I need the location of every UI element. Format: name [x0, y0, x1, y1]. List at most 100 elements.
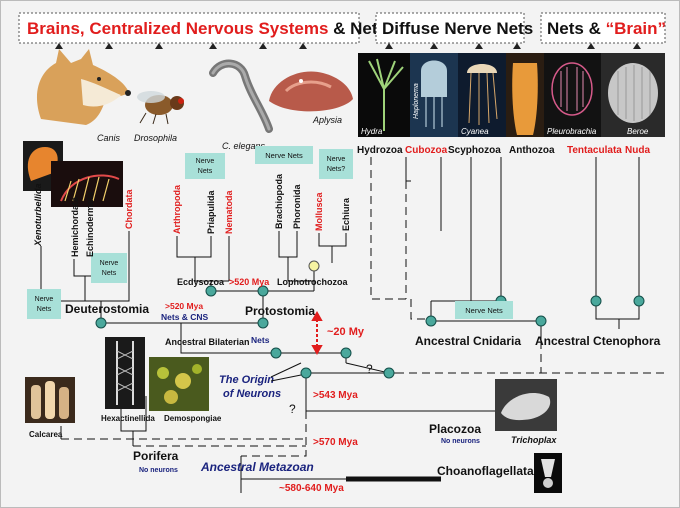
taxon-anthozoa: Anthozoa — [509, 145, 555, 156]
label-cyanea: Cyanea — [461, 127, 489, 136]
question-mark-1: ? — [366, 362, 373, 376]
header-diffuse: Diffuse Nerve Nets — [375, 12, 533, 44]
label-nets-cns: Nets & CNS — [161, 312, 209, 322]
taxon-mollusca: Mollusca — [314, 191, 324, 231]
taxon-phoronida: Phoronida — [292, 184, 302, 229]
tag-arthropoda-nerve: Nerve — [196, 158, 215, 165]
tag-echino-nets: Nets — [102, 270, 117, 277]
taxon-placozoa: Placozoa — [429, 422, 481, 436]
tag-arthropoda-nets: Nets — [198, 168, 213, 175]
svg-text:Nets & “Brain”: Nets & “Brain” — [547, 19, 666, 38]
header-brains-title: Brains, Centralized Nervous Systems — [27, 19, 328, 38]
taxon-ancestral-ctenophora: Ancestral Ctenophora — [535, 334, 661, 348]
tag-echino-nerve: Nerve — [100, 260, 119, 267]
haplonema-image — [410, 53, 458, 137]
taxon-cubozoa: Cubozoa — [405, 145, 448, 156]
tag-mollusca-nets: Nets? — [327, 166, 345, 173]
taxon-ancestral-cnidaria: Ancestral Cnidaria — [415, 334, 521, 348]
trichoplax-image — [495, 379, 557, 431]
label-pleurobrachia: Pleurobrachia — [547, 127, 597, 136]
taxon-nuda: Nuda — [625, 145, 650, 156]
label-hydra: Hydra — [361, 127, 383, 136]
taxon-brachiopoda: Brachiopoda — [274, 173, 284, 229]
taxon-scyphozoa: Scyphozoa — [448, 145, 501, 156]
label-aplysia: Aplysia — [312, 115, 342, 125]
label-nets: Nets — [251, 335, 270, 345]
time-570: >570 Mya — [313, 437, 358, 448]
porifera-no-neurons: No neurons — [139, 467, 178, 474]
taxon-protostomia: Protostomia — [245, 304, 315, 318]
label-haplonema: Haplonema — [413, 83, 420, 119]
taxon-deuterostomia: Deuterostomia — [65, 302, 149, 316]
origin-arrows — [270, 362, 302, 382]
taxon-hexactinellida: Hexactinellida — [101, 414, 155, 423]
taxon-echinodermata: Echinodermata — [85, 191, 95, 257]
tree-dashed-branches — [61, 157, 666, 457]
taxon-porifera: Porifera — [133, 449, 179, 463]
echinoderm-image — [51, 161, 123, 207]
anthozoa-image — [506, 53, 544, 137]
label-c-elegans: C. elegans — [222, 141, 266, 151]
navy-labels: Nets & CNS Nets The Origin of Neurons An… — [139, 312, 480, 474]
taxon-demospongiae: Demospongiae — [164, 414, 222, 423]
hydra-image — [358, 53, 410, 137]
svg-text:Brains, Centralized Nervous Sy: Brains, Centralized Nervous Systems & Ne… — [27, 19, 387, 38]
rotated-taxa: Xenoturbellida Hemichordata Echinodermat… — [33, 173, 351, 257]
taxon-arthropoda: Arthropoda — [172, 184, 182, 234]
header-brains-nets: & Nets — [328, 19, 387, 38]
lophotrochozoa-node — [308, 260, 320, 272]
taxon-priapulida: Priapulida — [206, 189, 216, 234]
label-origin-2: of Neurons — [223, 388, 281, 400]
tag-xeno-nets: Nets — [37, 306, 52, 313]
time-520-protostomia: >520 Mya — [229, 277, 270, 287]
pleurobrachia-image — [544, 53, 601, 137]
time-labels: >520 Mya >520 Mya ~20 My >543 Mya >570 M… — [165, 277, 365, 494]
header-nets-brain: Nets & “Brain” — [540, 12, 666, 44]
time-520-deuterostomia: >520 Mya — [165, 301, 203, 311]
taxon-lophotrochozoa: Lophotrochozoa — [277, 277, 348, 287]
time-20-my: ~20 My — [327, 326, 365, 338]
time-543: >543 Mya — [313, 390, 358, 401]
taxon-chordata: Chordata — [124, 189, 134, 229]
demospongiae-image — [149, 357, 209, 411]
twenty-my-arrow — [311, 310, 323, 356]
label-trichoplax: Trichoplax — [511, 435, 557, 445]
question-mark-2: ? — [289, 402, 296, 416]
label-origin-1: The Origin — [219, 374, 274, 386]
worm-image — [209, 59, 273, 133]
header-tick-marks — [55, 43, 641, 49]
header-nets: Nets & — [547, 19, 606, 38]
header-diffuse-title: Diffuse Nerve Nets — [382, 19, 533, 38]
tag-mollusca-nerve: Nerve — [327, 156, 346, 163]
horizontal-taxa: Hydrozoa Cubozoa Scyphozoa Anthozoa Tent… — [29, 145, 661, 478]
calcarea-image — [25, 377, 75, 423]
label-beroe: Beroe — [627, 127, 649, 136]
sea-slug-image — [269, 71, 353, 112]
header-brains: Brains, Centralized Nervous Systems & Ne… — [18, 12, 387, 44]
fly-image — [137, 91, 184, 125]
tree-nodes — [95, 285, 645, 379]
tags: Nerve Nets Nerve Nets Nerve Nets? Nerve … — [27, 146, 513, 319]
placozoa-no-neurons: No neurons — [441, 438, 480, 445]
taxon-nematoda: Nematoda — [224, 189, 234, 234]
taxon-calcarea: Calcarea — [29, 430, 63, 439]
label-ancestral-metazoan: Ancestral Metazoan — [200, 460, 314, 474]
taxon-hydrozoa: Hydrozoa — [357, 145, 403, 156]
tag-xeno-nerve: Nerve — [35, 296, 54, 303]
tag-brachiopoda: Nerve Nets — [265, 151, 303, 160]
time-580-640: ~580-640 Mya — [279, 483, 344, 494]
label-drosophila: Drosophila — [134, 133, 177, 143]
header-brain: “Brain” — [606, 19, 666, 38]
hexactinellida-image — [105, 337, 145, 409]
taxon-hemichordata: Hemichordata — [70, 196, 80, 257]
taxon-ecdysozoa: Ecdysozoa — [177, 277, 225, 287]
taxon-xenoturbellida: Xenoturbellida — [33, 183, 43, 247]
cyanea-image — [458, 53, 506, 137]
tag-cnidaria: Nerve Nets — [465, 306, 503, 315]
taxon-ancestral-bilaterian: Ancestral Bilaterian — [165, 337, 250, 347]
taxon-tentaculata: Tentaculata — [567, 145, 622, 156]
label-canis: Canis — [97, 133, 121, 143]
taxon-choanoflagellata: Choanoflagellata — [437, 464, 534, 478]
